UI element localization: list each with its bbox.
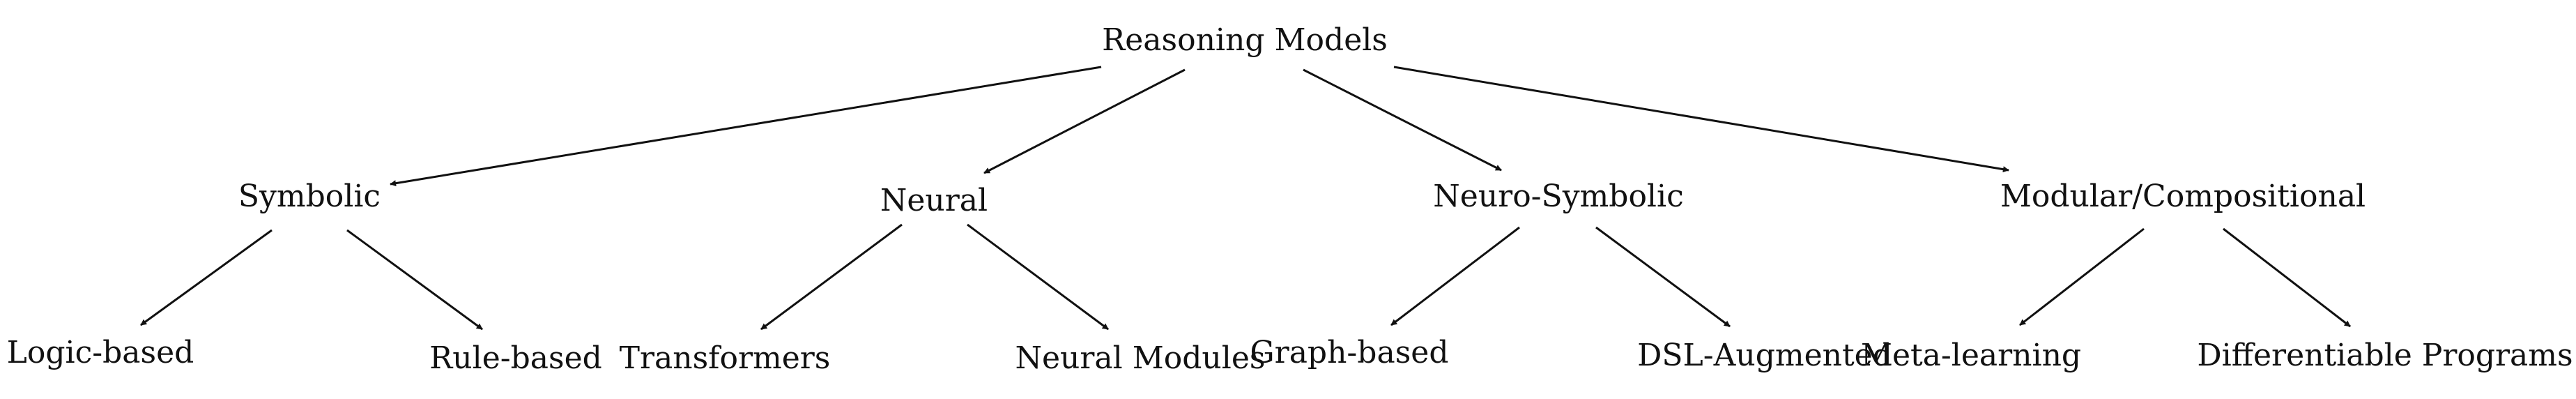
node-symbolic: Symbolic [238,179,381,214]
node-modular-compositional: Modular/Compositional [2000,179,2366,214]
edge-modular-to-meta-learning [2019,227,2145,326]
node-root: Reasoning Models [1102,22,1388,58]
edge-root-to-neuro-symbolic [1303,68,1502,172]
edge-neuro-symbolic-to-dsl-augmented [1595,226,1731,328]
edge-root-to-symbolic [390,66,1102,187]
edge-neural-to-transformers [760,223,903,331]
edge-root-to-modular [1393,66,2009,173]
node-neuro-symbolic: Neuro-Symbolic [1433,179,1683,214]
edge-neuro-symbolic-to-graph-based [1390,226,1520,326]
edge-root-to-neural [983,68,1186,174]
node-meta-learning: Meta-learning [1861,338,2081,373]
edge-symbolic-to-rule-based [346,229,483,331]
node-logic-based: Logic-based [7,335,194,370]
edge-symbolic-to-logic-based [140,229,273,326]
node-neural-modules: Neural Modules [1015,340,1266,376]
edge-modular-to-differentiable-programs [2223,227,2351,328]
edge-neural-to-neural-modules [967,223,1109,331]
node-differentiable-programs: Differentiable Programs [2197,338,2573,373]
node-transformers: Transformers [620,340,831,376]
node-dsl-augmented: DSL-Augmented [1637,338,1892,373]
node-rule-based: Rule-based [429,340,602,376]
node-graph-based: Graph-based [1250,335,1449,370]
node-neural: Neural [880,183,988,218]
